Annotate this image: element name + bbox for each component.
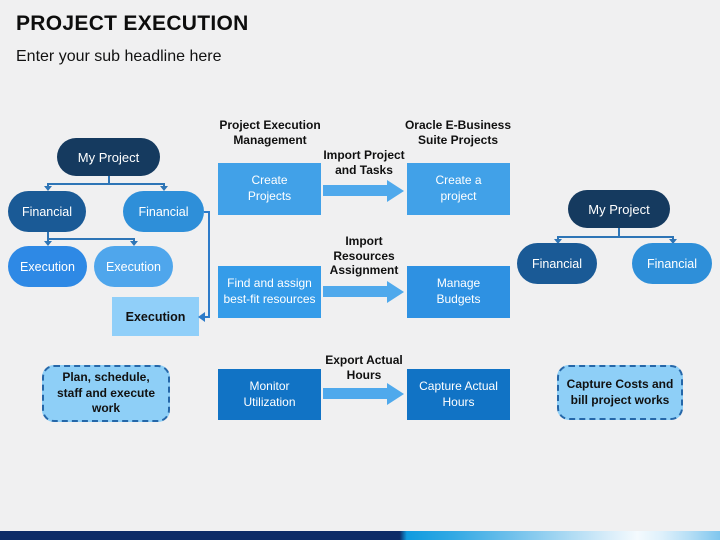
right-tree-root-node: My Project <box>568 190 670 228</box>
arrow-head <box>387 281 404 303</box>
connector-line <box>205 316 210 318</box>
flow-box-label: Create a project <box>435 173 482 203</box>
arrow-label-import-project: Import Project and Tasks <box>323 148 405 177</box>
arrow-head <box>387 383 404 405</box>
column-header-oracle-ebusiness: Oracle E-Business Suite Projects <box>404 118 512 147</box>
arrow-shaft <box>323 286 387 297</box>
flow-box-create-a-project: Create a project <box>407 163 510 215</box>
left-tree-financial-2: Financial <box>123 191 204 232</box>
arrowhead-down-icon <box>160 186 168 191</box>
note-plan-schedule: Plan, schedule, staff and execute work <box>42 365 170 422</box>
connector-line <box>618 228 620 236</box>
connector-line <box>47 232 49 238</box>
flow-box-label: Manage Budgets <box>436 276 481 306</box>
note-text: Plan, schedule, staff and execute work <box>56 370 156 416</box>
bottom-gradient-bar <box>0 531 720 540</box>
connector-line <box>47 183 49 188</box>
arrow-label-export-hours: Export Actual Hours <box>325 353 403 382</box>
connector-line <box>672 236 674 240</box>
flow-box-monitor-utilization: Monitor Utilization <box>218 369 321 420</box>
flow-box-label: Capture Actual Hours <box>419 378 498 409</box>
page-subtitle: Enter your sub headline here <box>16 48 222 65</box>
connector-line <box>133 238 135 242</box>
flow-box-label: Find and assign best-fit resources <box>223 276 316 306</box>
flow-box-label: Monitor Utilization <box>243 378 296 409</box>
arrowhead-down-icon <box>44 186 52 191</box>
page-title: PROJECT EXECUTION <box>16 12 249 35</box>
arrow-shaft <box>323 388 387 399</box>
note-text: Capture Costs and bill project works <box>566 376 674 407</box>
connector-line <box>557 236 559 240</box>
left-tree-execution-rect: Execution <box>112 297 199 336</box>
left-tree-financial-1: Financial <box>8 191 86 232</box>
flow-box-label: Create Projects <box>247 173 292 203</box>
arrowhead-down-icon <box>669 239 677 244</box>
right-tree-financial-1: Financial <box>517 243 597 284</box>
arrowhead-down-icon <box>44 241 52 246</box>
left-tree-execution-1: Execution <box>8 246 87 287</box>
arrowhead-down-icon <box>554 239 562 244</box>
connector-line <box>557 236 673 238</box>
connector-line <box>163 183 165 188</box>
left-tree-root-node: My Project <box>57 138 160 176</box>
connector-line <box>108 176 110 183</box>
connector-line <box>47 238 134 240</box>
right-tree-financial-2: Financial <box>632 243 712 284</box>
flow-box-capture-actual-hours: Capture Actual Hours <box>407 369 510 420</box>
arrow-shaft <box>323 185 387 196</box>
connector-line <box>47 183 164 185</box>
left-tree-execution-2: Execution <box>94 246 173 287</box>
connector-line <box>204 211 210 213</box>
arrow-label-import-resources: Import Resources Assignment <box>329 234 399 278</box>
arrowhead-left-icon <box>198 312 205 322</box>
note-capture-costs: Capture Costs and bill project works <box>557 365 683 420</box>
arrowhead-down-icon <box>130 241 138 246</box>
flow-box-create-projects: Create Projects <box>218 163 321 215</box>
flow-box-manage-budgets: Manage Budgets <box>407 266 510 318</box>
column-header-project-execution-management: Project Execution Management <box>219 118 321 147</box>
flow-box-find-assign-resources: Find and assign best-fit resources <box>218 266 321 318</box>
connector-line <box>47 238 49 242</box>
arrow-head <box>387 180 404 202</box>
connector-line <box>208 211 210 318</box>
